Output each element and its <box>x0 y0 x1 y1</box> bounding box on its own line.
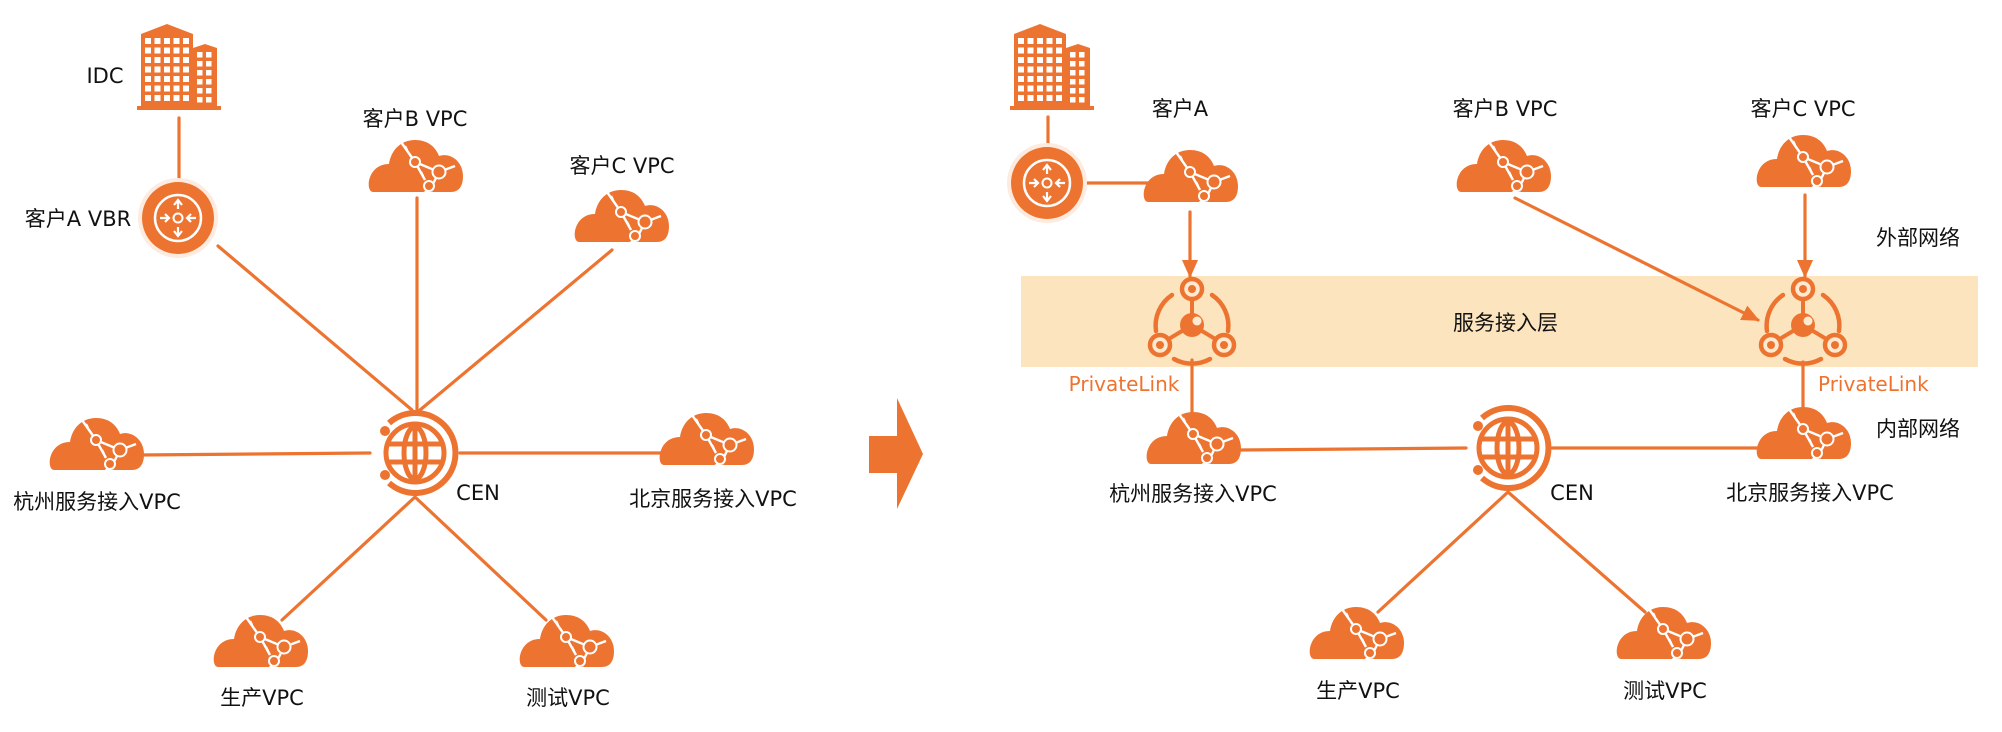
hz-node[interactable]: 杭州服务接入VPC <box>1109 410 1277 506</box>
cloud-vpc-icon <box>1755 133 1853 193</box>
cen-label: CEN <box>1550 481 1594 505</box>
cloud-vpc-icon <box>1308 605 1406 665</box>
cen-node[interactable]: CEN <box>380 413 500 505</box>
link-cen-test <box>1506 490 1647 614</box>
before-diagram: IDC 客户A VBR 客户B VPC 客户C VPC CEN 杭州服务接入VP… <box>13 24 797 710</box>
cust-b-node[interactable]: 客户B VPC <box>363 107 468 198</box>
prod-label: 生产VPC <box>1316 679 1400 703</box>
privatelink-right-node[interactable]: PrivateLink <box>1761 279 1929 396</box>
arrow-custb-pl <box>1513 196 1760 322</box>
after-diagram: 服务接入层 外部网络 内部网络 客户A <box>1005 24 1978 703</box>
band-label: 服务接入层 <box>1453 311 1558 335</box>
vbr-label: 客户A VBR <box>25 207 131 231</box>
cloud-vpc-icon <box>1755 405 1853 465</box>
idc-label: IDC <box>86 64 123 88</box>
cloud-vpc-icon <box>212 613 310 673</box>
cloud-vpc-icon <box>658 411 756 471</box>
cust-c-node[interactable]: 客户C VPC <box>1750 97 1856 193</box>
before-links <box>138 116 667 622</box>
test-label: 测试VPC <box>1623 679 1707 703</box>
test-label: 测试VPC <box>526 686 610 710</box>
bj-label: 北京服务接入VPC <box>629 487 797 511</box>
cen-globe-icon <box>1473 408 1548 488</box>
external-network-label: 外部网络 <box>1876 226 1960 250</box>
building-icon <box>1010 24 1094 110</box>
cust-b-label: 客户B VPC <box>1453 97 1558 121</box>
router-icon <box>136 176 220 260</box>
cust-c-label: 客户C VPC <box>569 154 674 178</box>
vbr-node[interactable] <box>1005 141 1089 225</box>
cen-label: CEN <box>456 481 500 505</box>
cust-a-node[interactable]: 客户A <box>1142 97 1240 208</box>
link-vbr-cen <box>216 244 414 412</box>
bj-node[interactable]: 北京服务接入VPC <box>629 411 797 511</box>
bj-node[interactable]: 北京服务接入VPC <box>1726 405 1894 505</box>
cust-b-node[interactable]: 客户B VPC <box>1453 97 1558 198</box>
cloud-vpc-icon <box>518 613 616 673</box>
prod-node[interactable]: 生产VPC <box>212 613 310 710</box>
link-hz-cen <box>138 451 372 457</box>
cen-globe-icon <box>380 413 455 493</box>
cust-b-label: 客户B VPC <box>363 107 468 131</box>
arrow-right-icon <box>869 398 923 509</box>
hz-label: 杭州服务接入VPC <box>13 490 181 514</box>
link-custc-cen <box>418 248 614 412</box>
cloud-vpc-icon <box>48 416 146 476</box>
cloud-vpc-icon <box>1615 605 1713 665</box>
cloud-vpc-icon <box>1142 148 1240 208</box>
privatelink-left-label: PrivateLink <box>1069 372 1180 396</box>
idc-node[interactable] <box>1010 24 1094 110</box>
building-icon <box>137 24 221 110</box>
prod-label: 生产VPC <box>220 686 304 710</box>
after-links <box>1046 115 1813 614</box>
internal-network-label: 内部网络 <box>1876 417 1960 441</box>
privatelink-left-node[interactable]: PrivateLink <box>1069 279 1234 396</box>
idc-node[interactable]: IDC <box>86 24 221 110</box>
link-cen-prod <box>1376 490 1510 614</box>
privatelink-right-label: PrivateLink <box>1818 372 1929 396</box>
cloud-vpc-icon <box>1145 410 1243 470</box>
hz-node[interactable]: 杭州服务接入VPC <box>13 416 181 514</box>
bj-label: 北京服务接入VPC <box>1726 481 1894 505</box>
link-hz-cen <box>1238 446 1468 452</box>
hz-label: 杭州服务接入VPC <box>1109 482 1277 506</box>
router-icon <box>1005 141 1089 225</box>
cust-a-label: 客户A <box>1152 97 1209 121</box>
link-cen-prod <box>280 495 417 622</box>
vbr-node[interactable]: 客户A VBR <box>25 176 220 260</box>
cen-node[interactable]: CEN <box>1473 408 1594 505</box>
cust-c-node[interactable]: 客户C VPC <box>569 154 675 248</box>
cloud-vpc-icon <box>367 138 465 198</box>
link-cen-test <box>413 495 548 622</box>
prod-node[interactable]: 生产VPC <box>1308 605 1406 703</box>
test-node[interactable]: 测试VPC <box>1615 605 1713 703</box>
cloud-vpc-icon <box>1455 138 1553 198</box>
cloud-vpc-icon <box>573 188 671 248</box>
test-node[interactable]: 测试VPC <box>518 613 616 710</box>
cust-c-label: 客户C VPC <box>1750 97 1855 121</box>
